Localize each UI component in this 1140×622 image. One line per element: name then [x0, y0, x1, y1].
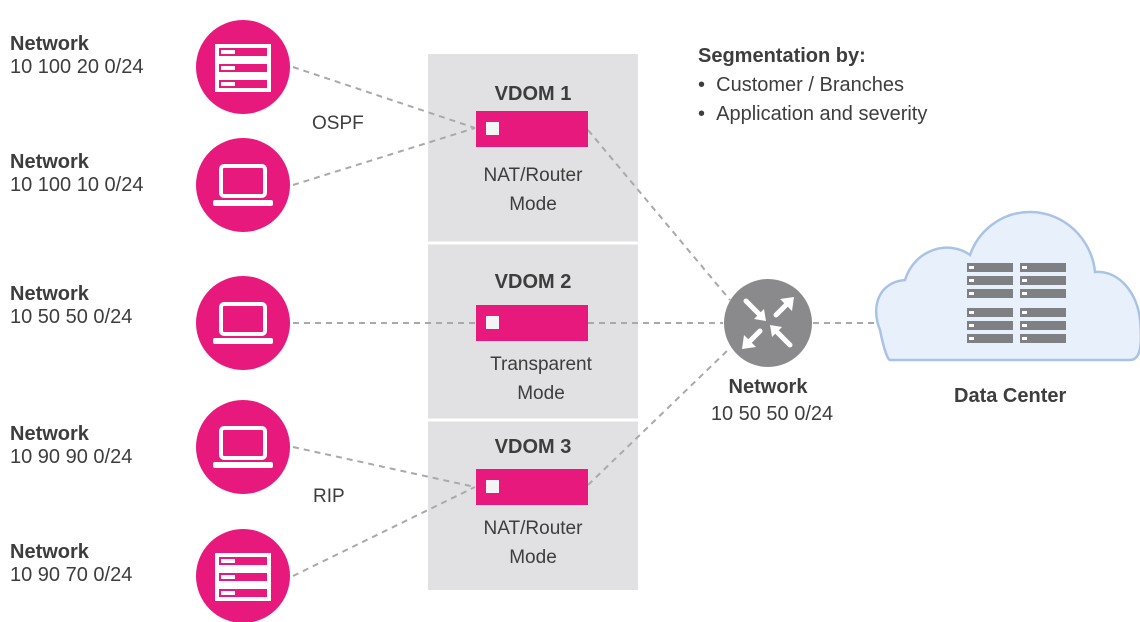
network-4-label: Network 10 90 90 0/24: [10, 423, 132, 469]
segmentation-item: • Application and severity: [698, 103, 927, 126]
network-5-address: 10 90 70 0/24: [10, 564, 133, 586]
vdom-2-mode-line1: Transparent: [490, 354, 592, 375]
network-2-title: Network: [10, 151, 89, 173]
vdom-3-mode: NAT/Router Mode: [453, 514, 613, 572]
segmentation-item-text: Application and severity: [716, 103, 928, 125]
network-5-label: Network 10 90 70 0/24: [10, 541, 132, 587]
vdom-3-led-icon: [486, 480, 499, 493]
network-2-laptop-icon: [196, 138, 290, 232]
bullet-icon: •: [698, 74, 717, 96]
vdom-1-title: VDOM 1: [494, 83, 572, 105]
vdom-1-mode-line1: NAT/Router: [483, 165, 583, 186]
link-net2-vdom1: [292, 127, 476, 186]
network-2-label: Network 10 100 10 0/24: [10, 151, 143, 197]
network-1-address: 10 100 20 0/24: [10, 56, 144, 78]
network-4-address: 10 90 90 0/24: [10, 446, 133, 468]
protocol-ospf-label: OSPF: [312, 113, 364, 134]
link-net4-vdom3: [292, 446, 476, 488]
segmentation-item-text: Customer / Branches: [716, 74, 904, 96]
segmentation-title: Segmentation by:: [698, 45, 866, 67]
vdom-1-mode: NAT/Router Mode: [453, 161, 613, 219]
network-4-laptop-icon: [196, 400, 290, 494]
link-net1-vdom1: [292, 66, 476, 129]
center-network-title: Network: [728, 376, 808, 398]
bullet-icon: •: [698, 103, 717, 125]
vdom-3-mode-line2: Mode: [509, 547, 557, 568]
network-3-title: Network: [10, 283, 89, 305]
vdom-2-device-icon: [476, 305, 588, 341]
router-icon: [724, 279, 812, 367]
vdom-3-title: VDOM 3: [494, 436, 572, 458]
network-1-label: Network 10 100 20 0/24: [10, 33, 143, 79]
vdom-1-led-icon: [486, 122, 499, 135]
network-4-title: Network: [10, 423, 89, 445]
network-5-server-icon: [196, 529, 290, 622]
network-3-label: Network 10 50 50 0/24: [10, 283, 132, 329]
vdom-3-device-icon: [476, 469, 588, 505]
vdom-2-mode-line2: Mode: [517, 383, 565, 404]
network-5-title: Network: [10, 541, 89, 563]
segmentation-block: Segmentation by: • Customer / Branches •…: [698, 45, 927, 126]
network-1-server-icon: [196, 20, 290, 114]
network-3-laptop-icon: [196, 276, 290, 370]
vdom-2-led-icon: [486, 316, 499, 329]
vdom-2-title: VDOM 2: [494, 271, 572, 293]
vdom-1-device-icon: [476, 111, 588, 147]
link-vdom1-router: [587, 129, 731, 301]
segmentation-item: • Customer / Branches: [698, 74, 927, 97]
link-net5-vdom3: [292, 486, 476, 577]
network-3-address: 10 50 50 0/24: [10, 306, 133, 328]
cloud-datacenter-icon: [874, 210, 1140, 362]
vdom-3-mode-line1: NAT/Router: [483, 518, 583, 539]
network-1-title: Network: [10, 33, 89, 55]
center-network-address: 10 50 50 0/24: [710, 403, 834, 425]
protocol-rip-label: RIP: [313, 486, 345, 507]
data-center-label: Data Center: [954, 385, 1067, 407]
network-2-address: 10 100 10 0/24: [10, 174, 144, 196]
vdom-1-mode-line2: Mode: [509, 194, 557, 215]
vdom-2-mode: Transparent Mode: [461, 350, 621, 408]
